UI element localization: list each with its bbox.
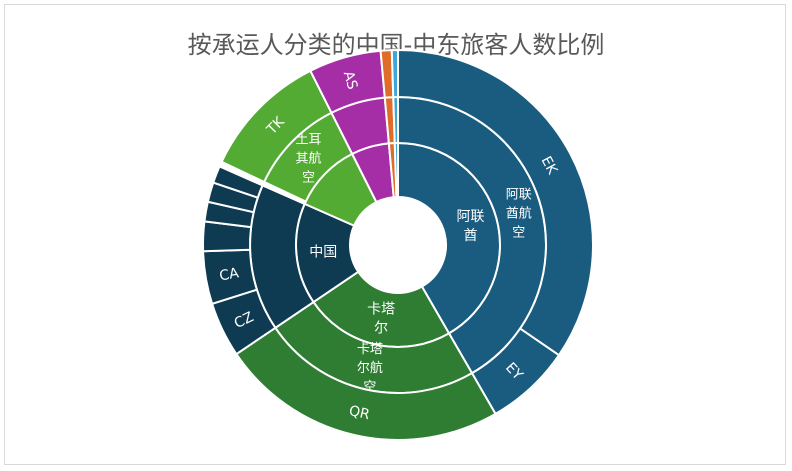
carrier-label-EK: EK: [538, 154, 561, 178]
carrier-wedge-0-0-0: [397, 48, 594, 357]
carrier-label-CA: CA: [218, 265, 240, 284]
carrier-label-AS: AS: [340, 69, 360, 91]
carrier-label-QR: QR: [347, 403, 371, 423]
region-wedge-6: [393, 141, 399, 199]
region-label-1: 卡塔尔: [367, 302, 395, 337]
airline-label-1-0: 卡塔尔航空: [357, 342, 383, 395]
airline-label-0-0: 阿联酋航空: [506, 188, 532, 241]
airline-wedge-6-0: [392, 95, 399, 145]
carrier-wedge-6-0-0: [390, 48, 399, 99]
region-label-0: 阿联酋: [456, 209, 484, 244]
carrier-label-CZ: CZ: [232, 309, 256, 332]
airline-label-3-1: 土耳其航空: [295, 133, 321, 186]
region-label-2: 中国: [309, 245, 337, 261]
